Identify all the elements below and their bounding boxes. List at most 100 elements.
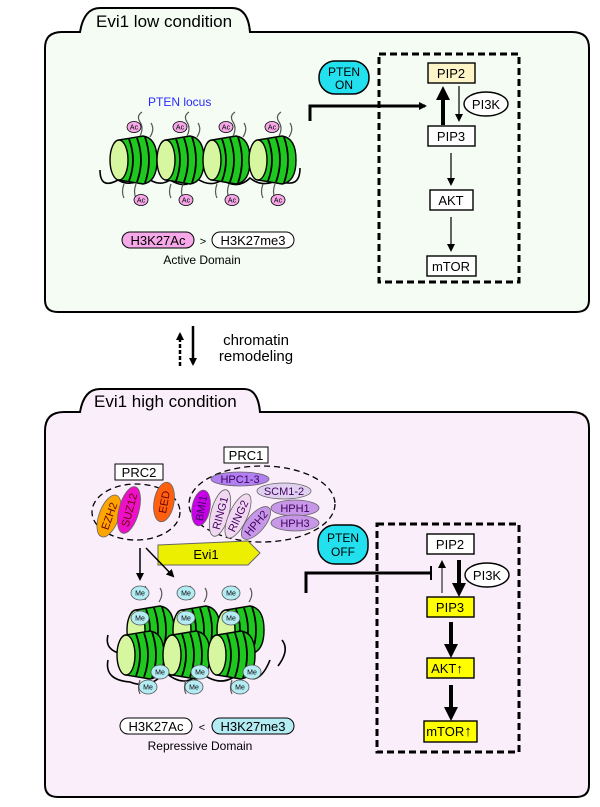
svg-text:Me: Me	[226, 591, 236, 598]
low-panel-title: Evi1 low condition	[96, 12, 232, 31]
hph2-subunit: HPH2	[241, 506, 271, 540]
akt-node: AKT↑	[426, 657, 475, 679]
svg-text:Ac: Ac	[228, 198, 237, 205]
prc2-boundary	[91, 483, 181, 541]
h3k27me3-label: H3K27me3	[220, 233, 285, 248]
me-mark: Me	[176, 610, 196, 626]
pten-locus-label: PTEN locus	[148, 95, 211, 109]
svg-text:Me: Me	[247, 670, 257, 677]
svg-text:AKT: AKT	[438, 193, 463, 208]
ac-mark: Ac	[218, 121, 234, 133]
pten-on-badge: PTEN ON	[318, 60, 370, 95]
evi1-high-panel: Evi1 high condition PRC2 EZH2 SUZ12 EED …	[44, 388, 590, 798]
scm1-2-subunit: SCM1-2	[256, 482, 312, 500]
hph3-subunit: HPH3	[270, 514, 320, 532]
pip3-node	[426, 596, 475, 618]
hpc1-3-subunit: HPC1-3	[210, 471, 270, 487]
me-mark: Me	[150, 664, 170, 680]
comparator: <	[199, 722, 205, 734]
svg-text:AKT↑: AKT↑	[431, 661, 463, 676]
up-arrow-icon: ↑	[456, 661, 463, 676]
methyl-marks: Me Me Me Me Me Me Me Me Me Me Me Me	[130, 585, 262, 695]
me-mark: Me	[242, 664, 262, 680]
svg-text:Me: Me	[235, 685, 245, 692]
ac-mark: Ac	[224, 194, 240, 206]
h3k27ac-pill	[119, 717, 193, 735]
ac-mark: Ac	[264, 121, 280, 133]
up-arrow-icon: ↑	[464, 723, 472, 740]
me-mark: Me	[138, 679, 158, 695]
pip2-node	[427, 62, 476, 84]
svg-text:Me: Me	[143, 685, 153, 692]
pten-inhibition-line	[304, 571, 430, 593]
svg-text:Ac: Ac	[274, 198, 283, 205]
me-mark: Me	[221, 585, 241, 601]
nucleosome	[248, 135, 297, 185]
bmi1-subunit: BMI1	[191, 489, 211, 527]
svg-text:ON: ON	[335, 78, 353, 92]
eed-subunit: EED	[153, 481, 175, 523]
svg-text:Ac: Ac	[130, 125, 139, 132]
svg-text:Ac: Ac	[222, 125, 231, 132]
me-mark: Me	[130, 585, 150, 601]
mtor-node: mTOR↑	[423, 720, 478, 743]
svg-text:PI3K: PI3K	[473, 568, 502, 583]
ac-mark: Ac	[126, 121, 142, 133]
svg-text:Me: Me	[181, 591, 191, 598]
h3k27ac-pill	[121, 231, 195, 249]
svg-text:mTOR↑: mTOR↑	[426, 723, 472, 740]
ac-mark: Ac	[178, 194, 194, 206]
histone-balance-high: H3K27Ac < H3K27me3 Repressive Domain	[119, 717, 295, 753]
svg-text:PIP3: PIP3	[437, 129, 465, 144]
evi1-low-panel: Evi1 low condition PTEN locus Ac Ac Ac A…	[44, 7, 590, 313]
acetyl-marks: Ac Ac Ac Ac Ac Ac Ac Ac	[126, 121, 286, 206]
suz12-subunit: SUZ12	[117, 486, 141, 534]
nucleosome	[109, 135, 158, 185]
svg-text:mTOR: mTOR	[432, 259, 470, 274]
svg-text:BMI1: BMI1	[194, 494, 210, 521]
me-mark: Me	[221, 610, 241, 626]
svg-text:HPH1: HPH1	[280, 503, 309, 515]
ac-mark: Ac	[270, 194, 286, 206]
pathway-high: PIP2 PIP3 AKT↑ mTOR↑ PI3K	[423, 533, 510, 743]
me-mark: Me	[176, 585, 196, 601]
svg-text:Me: Me	[155, 670, 165, 677]
svg-text:PI3K: PI3K	[472, 97, 501, 112]
prc1-label-box	[223, 446, 269, 464]
h3k27ac-label: H3K27Ac	[131, 233, 186, 248]
prc1-complex: PRC1 HPC1-3 SCM1-2 BMI1 RING1 RING2	[188, 446, 336, 543]
h3k27ac-label: H3K27Ac	[129, 719, 184, 734]
pten-off-badge: PTEN OFF	[317, 524, 369, 565]
svg-text:Me: Me	[135, 616, 145, 623]
mtor-node	[426, 255, 477, 277]
svg-text:HPH3: HPH3	[280, 518, 309, 530]
pi3k-node	[464, 562, 510, 588]
transition-label-line1: chromatin	[223, 332, 289, 349]
pathway-low: PIP2 PIP3 AKT mTOR PI3K	[426, 62, 509, 277]
ac-mark: Ac	[133, 194, 149, 206]
prc2-methylation-arrow	[145, 547, 175, 578]
nucleosome	[156, 135, 205, 185]
pip2-node	[426, 533, 475, 555]
svg-text:Evi1: Evi1	[193, 547, 218, 562]
nucleosome	[202, 135, 251, 185]
h3k27me3-pill	[211, 717, 295, 735]
svg-text:PTEN: PTEN	[327, 531, 359, 545]
domain-label: Repressive Domain	[148, 739, 253, 753]
svg-text:PRC1: PRC1	[229, 448, 264, 463]
svg-text:Ac: Ac	[176, 125, 185, 132]
histone-balance-low: H3K27Ac > H3K27me3 Active Domain	[121, 231, 295, 267]
high-panel-title: Evi1 high condition	[94, 392, 237, 411]
svg-text:Ac: Ac	[268, 125, 277, 132]
pathway-box-high	[375, 522, 521, 754]
h3k27me3-pill	[211, 231, 295, 249]
svg-text:PTEN: PTEN	[328, 65, 360, 79]
evi1-protein: Evi1	[157, 540, 261, 566]
svg-text:PRC2: PRC2	[122, 465, 157, 480]
svg-text:OFF: OFF	[331, 545, 355, 559]
hph1-subunit: HPH1	[270, 499, 320, 517]
svg-text:SCM1-2: SCM1-2	[264, 486, 304, 498]
svg-text:Me: Me	[189, 685, 199, 692]
h3k27me3-label: H3K27me3	[220, 719, 285, 734]
